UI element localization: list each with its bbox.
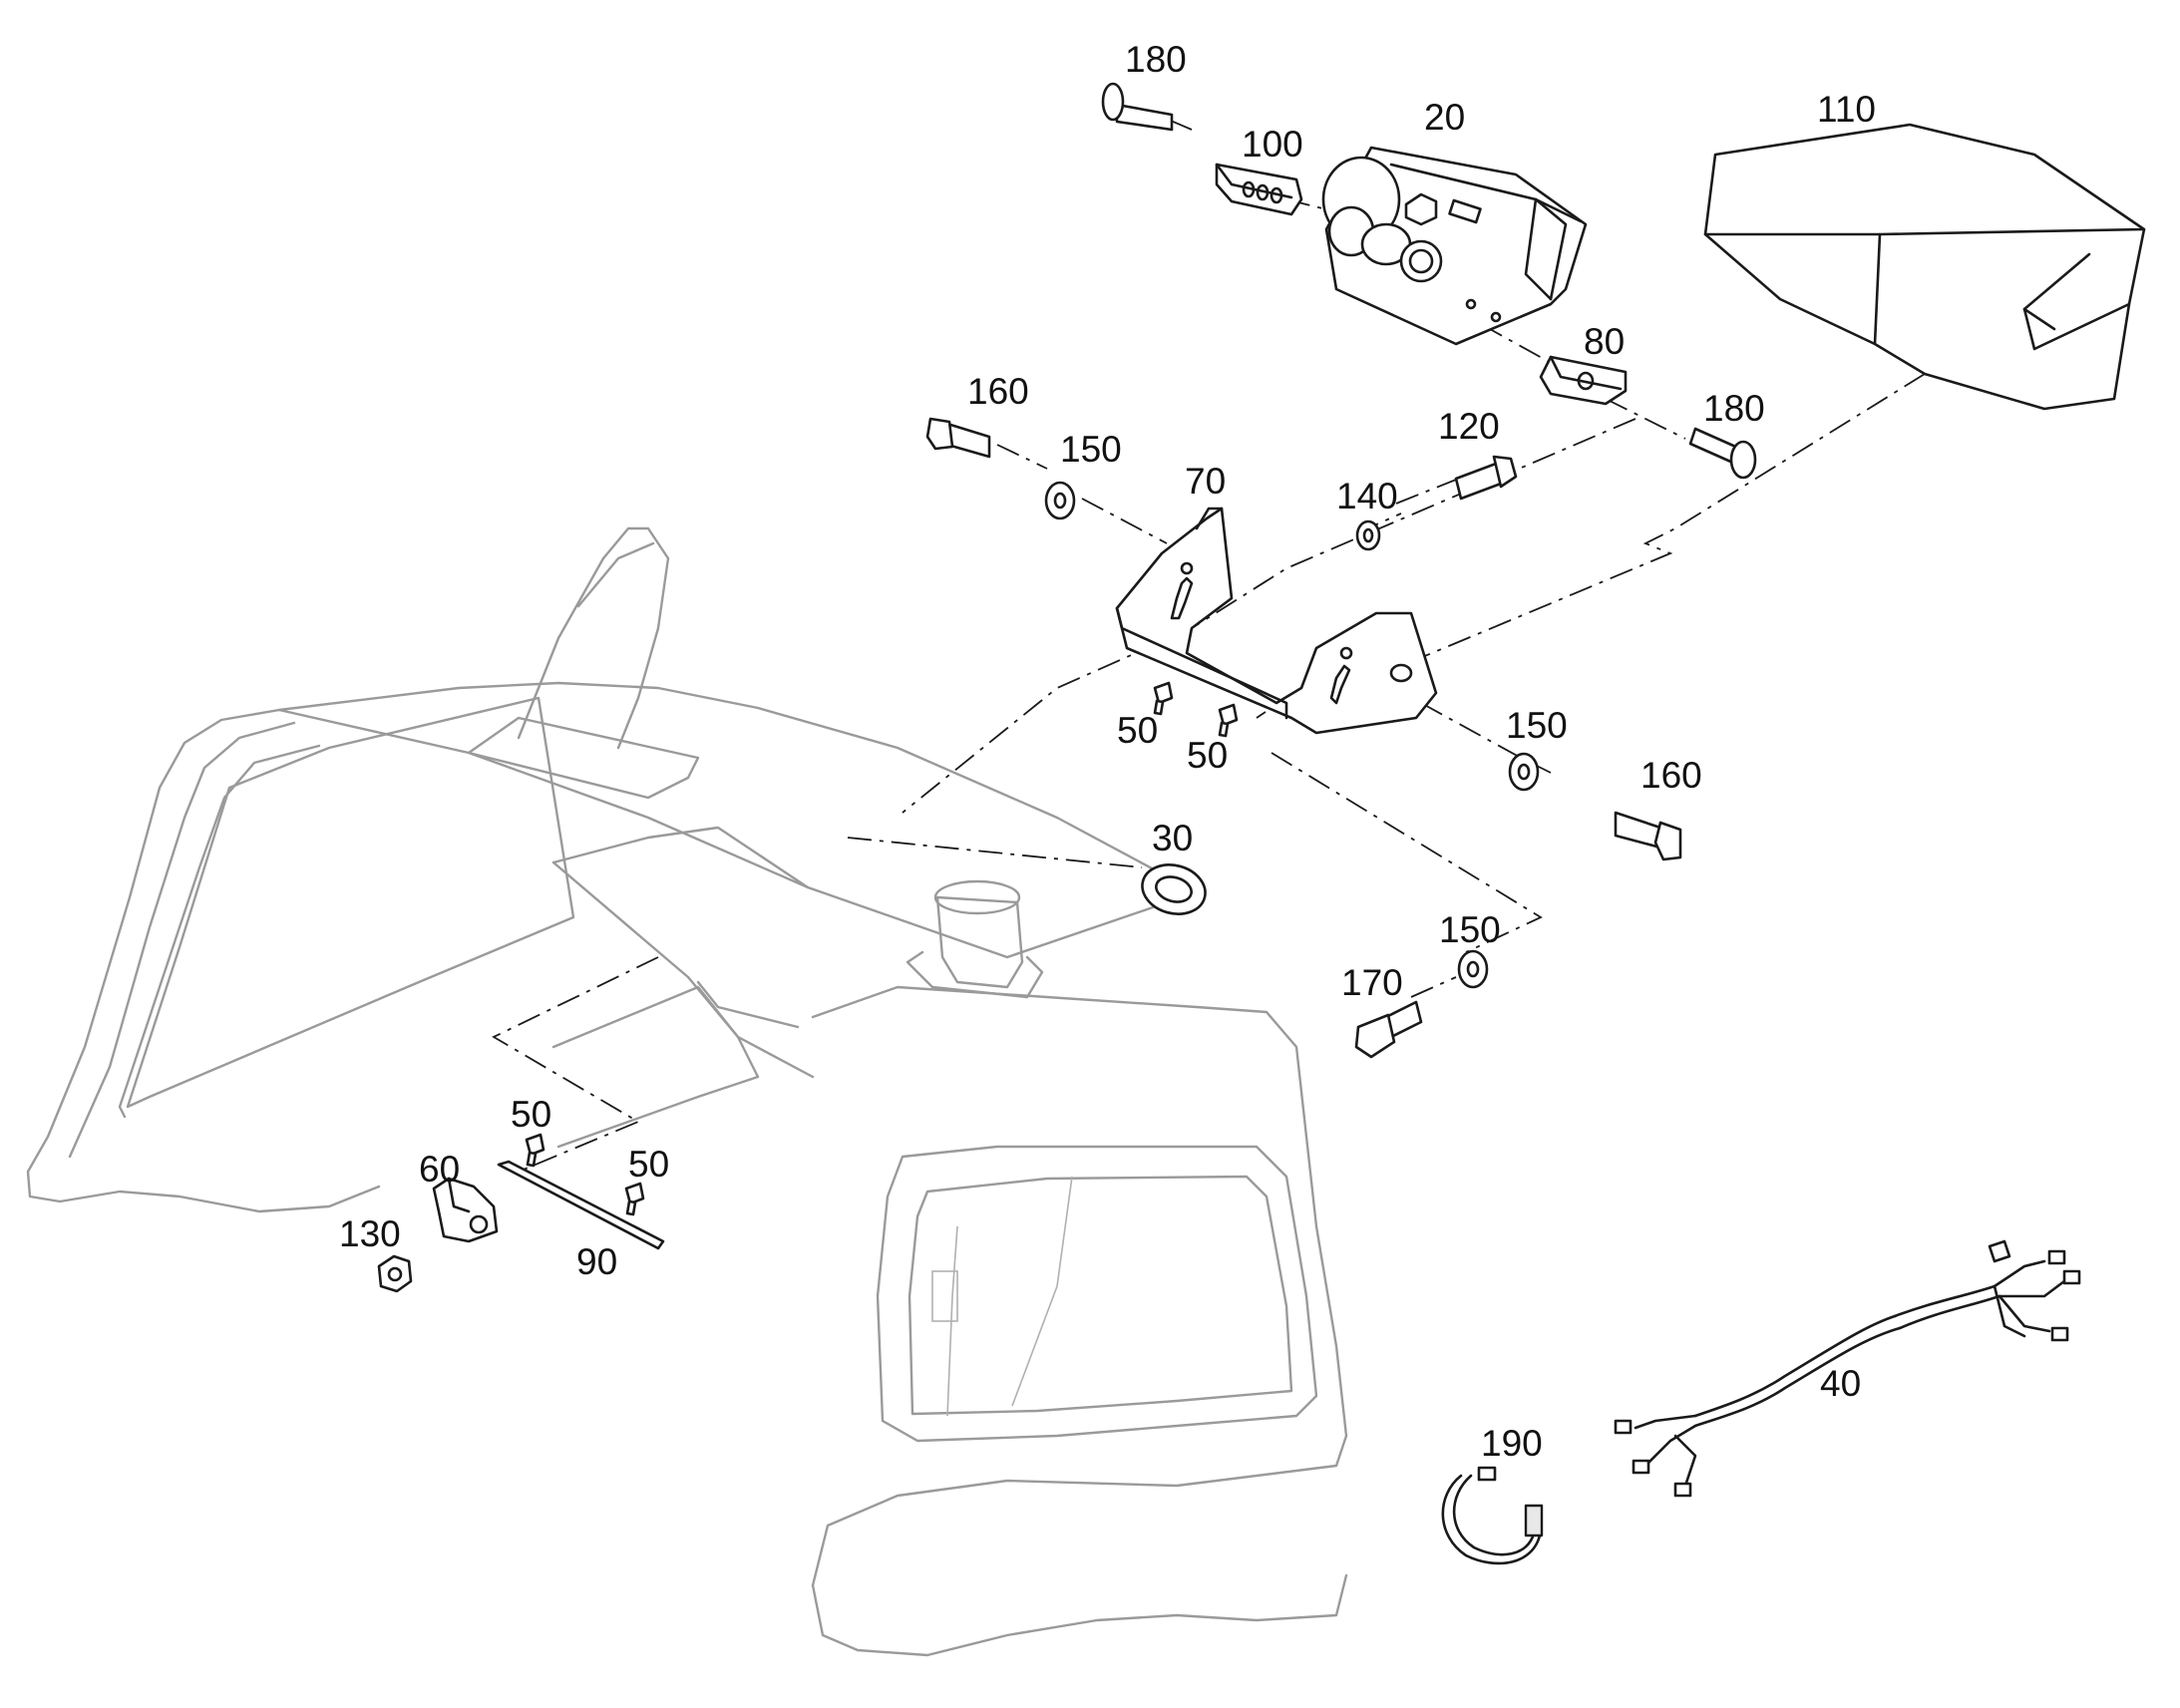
part-170-bolt: [1354, 1000, 1423, 1059]
part-50-screw-c: [525, 1133, 545, 1168]
callout-50-a: 50: [1117, 710, 1158, 751]
part-180-screw-top: [1101, 82, 1174, 132]
callout-110: 110: [1817, 89, 1876, 130]
part-150-washer-left: [1044, 481, 1076, 520]
callout-30: 30: [1152, 818, 1193, 858]
part-40-harness: [1614, 1239, 2081, 1498]
part-120-bolt: [1454, 455, 1518, 501]
callout-150-mid: 150: [1506, 705, 1568, 746]
callout-80: 80: [1584, 321, 1625, 362]
part-90-strip: [497, 1160, 665, 1250]
part-190-clamp: [1441, 1466, 1544, 1565]
part-50-screw-a: [1153, 681, 1174, 716]
callout-150-left: 150: [1060, 429, 1122, 470]
callout-180-right: 180: [1703, 388, 1765, 429]
callout-160-left: 160: [967, 371, 1029, 412]
callout-190: 190: [1481, 1423, 1543, 1464]
part-20-switch-housing: [1321, 146, 1588, 346]
callout-70: 70: [1185, 461, 1226, 502]
part-140-washer: [1355, 519, 1381, 551]
part-160-bolt-right: [1614, 811, 1682, 861]
leader-lines: [492, 114, 1926, 1173]
callout-130: 130: [339, 1213, 401, 1254]
callout-100: 100: [1242, 124, 1303, 165]
callout-50-b: 50: [1187, 735, 1228, 776]
callout-40: 40: [1820, 1363, 1861, 1404]
callout-170: 170: [1341, 962, 1403, 1003]
part-60-latch: [432, 1177, 499, 1243]
part-80-clip: [1539, 355, 1628, 406]
part-130-nut: [377, 1254, 413, 1293]
callout-160-right: 160: [1640, 755, 1702, 796]
callout-20: 20: [1424, 97, 1465, 138]
callout-120: 120: [1438, 406, 1500, 447]
part-100-clip: [1215, 163, 1303, 216]
part-30-grommet: [1141, 863, 1207, 915]
callout-50-d: 50: [628, 1144, 669, 1185]
cab-canopy: [26, 526, 1348, 1657]
part-180-screw-right: [1688, 427, 1757, 480]
part-160-bolt-left: [925, 417, 991, 459]
callout-60: 60: [419, 1149, 460, 1190]
part-70-bracket: [1115, 507, 1438, 735]
callout-150-low: 150: [1439, 909, 1501, 950]
part-50-screw-d: [624, 1182, 645, 1216]
part-50-screw-b: [1218, 703, 1239, 738]
part-150-washer-low: [1457, 949, 1489, 989]
part-150-washer-mid: [1508, 752, 1540, 792]
part-110-cover: [1703, 123, 2146, 411]
callout-labels: 180 20 100 110 80 180 160 150 70 120 140…: [339, 39, 1876, 1464]
callout-180-top: 180: [1125, 39, 1187, 80]
callout-140: 140: [1336, 476, 1398, 516]
callout-90: 90: [576, 1241, 617, 1282]
callout-50-c: 50: [511, 1094, 551, 1135]
